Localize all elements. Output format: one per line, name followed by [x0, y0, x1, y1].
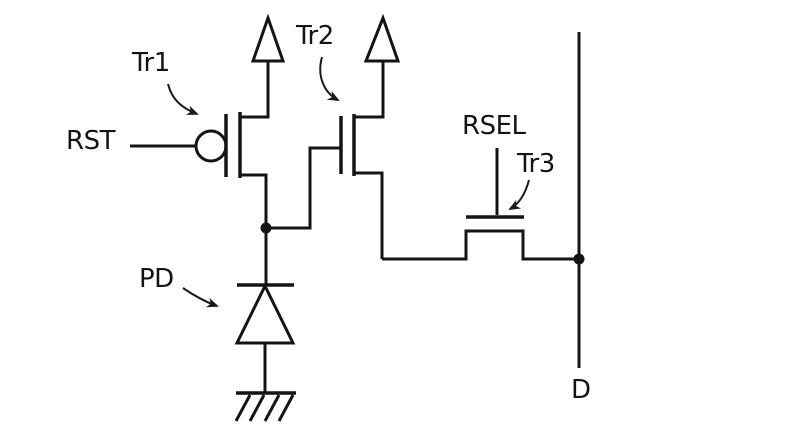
tr2-transistor-symbol — [339, 61, 385, 259]
tr3-transistor-symbol — [382, 148, 579, 261]
tr1-transistor-symbol — [194, 61, 270, 228]
tr3-label: Tr3 — [517, 149, 555, 179]
tr1-label: Tr1 — [132, 48, 170, 78]
tr1-drain-wire — [240, 173, 268, 228]
tr2-source-wire — [354, 171, 384, 259]
pd-label: PD — [139, 264, 174, 294]
rsel-signal-label: RSEL — [462, 111, 526, 141]
gate-bubble-icon — [194, 129, 228, 163]
tr3-leader-arrow-icon — [508, 179, 530, 210]
tr1-leader-arrow-icon — [167, 83, 199, 115]
tr2-drain-wire — [354, 61, 385, 119]
ground-icon — [234, 391, 296, 422]
rst-signal-label: RST — [66, 126, 115, 156]
pd-leader-arrow-icon — [182, 287, 219, 308]
supply-arrow-icon-left — [250, 13, 286, 63]
supply-arrow-icon-right — [363, 13, 401, 63]
photodiode-symbol — [234, 228, 296, 393]
tr2-leader-arrow-icon — [319, 56, 340, 101]
tr1-source-wire — [240, 61, 270, 119]
tr3-channel-path — [382, 229, 579, 261]
tr2-label: Tr2 — [296, 21, 334, 51]
d-line-label: D — [571, 375, 591, 405]
pd-triangle — [234, 282, 296, 345]
node-to-tr2-gate-wire — [266, 146, 340, 230]
